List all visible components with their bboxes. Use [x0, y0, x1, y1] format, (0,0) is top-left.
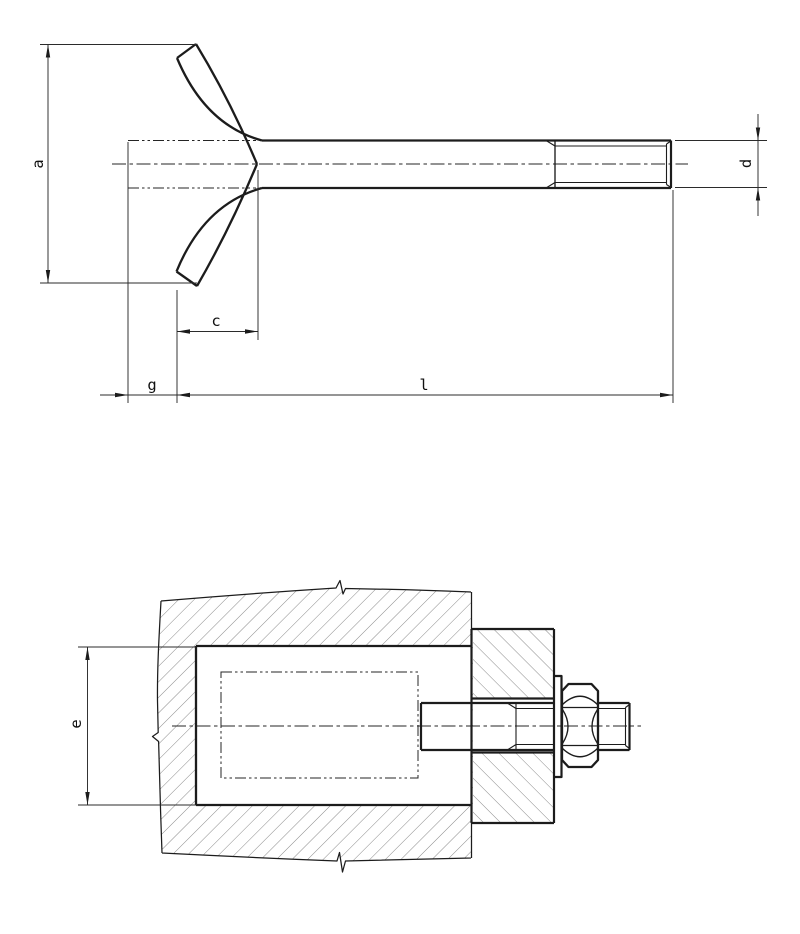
extension-lines [40, 44, 767, 403]
thread-detail [545, 140, 672, 189]
section-view-installed: e [67, 579, 641, 873]
dim-label-l: l [419, 376, 428, 394]
masonry-hatching [152, 580, 473, 872]
fork-prongs [175, 43, 263, 287]
dim-label-e: e [67, 719, 85, 728]
dim-label-a: a [29, 159, 47, 168]
anchor-plate-hatching [473, 629, 554, 823]
bolt-thread-detail [507, 703, 630, 750]
dimension-arrowheads [45, 44, 761, 398]
dim-label-g: g [147, 376, 156, 394]
dim-label-c: c [211, 312, 220, 330]
top-view-dimensions: a c g l d [29, 44, 767, 403]
top-view-bolt-elevation: a c g l d [29, 43, 767, 403]
extension-lines-e [78, 646, 196, 806]
bolt-shank-outline [419, 701, 631, 752]
phantom-anchor-space [220, 671, 419, 779]
section-view-dimensions: e [67, 646, 196, 806]
bolt-shank-section [419, 701, 631, 752]
hex-nut [560, 682, 600, 769]
dimension-lines [47, 44, 759, 396]
anchor-plate [470, 627, 556, 825]
phantom-original-shank-outline [128, 140, 256, 189]
cavity-outline [194, 644, 472, 807]
shank-outline [262, 139, 673, 190]
hex-nut-facets [561, 695, 599, 758]
hex-nut-outline [560, 682, 600, 769]
dim-label-d: d [737, 159, 755, 168]
anchor-plate-outline [470, 627, 556, 825]
